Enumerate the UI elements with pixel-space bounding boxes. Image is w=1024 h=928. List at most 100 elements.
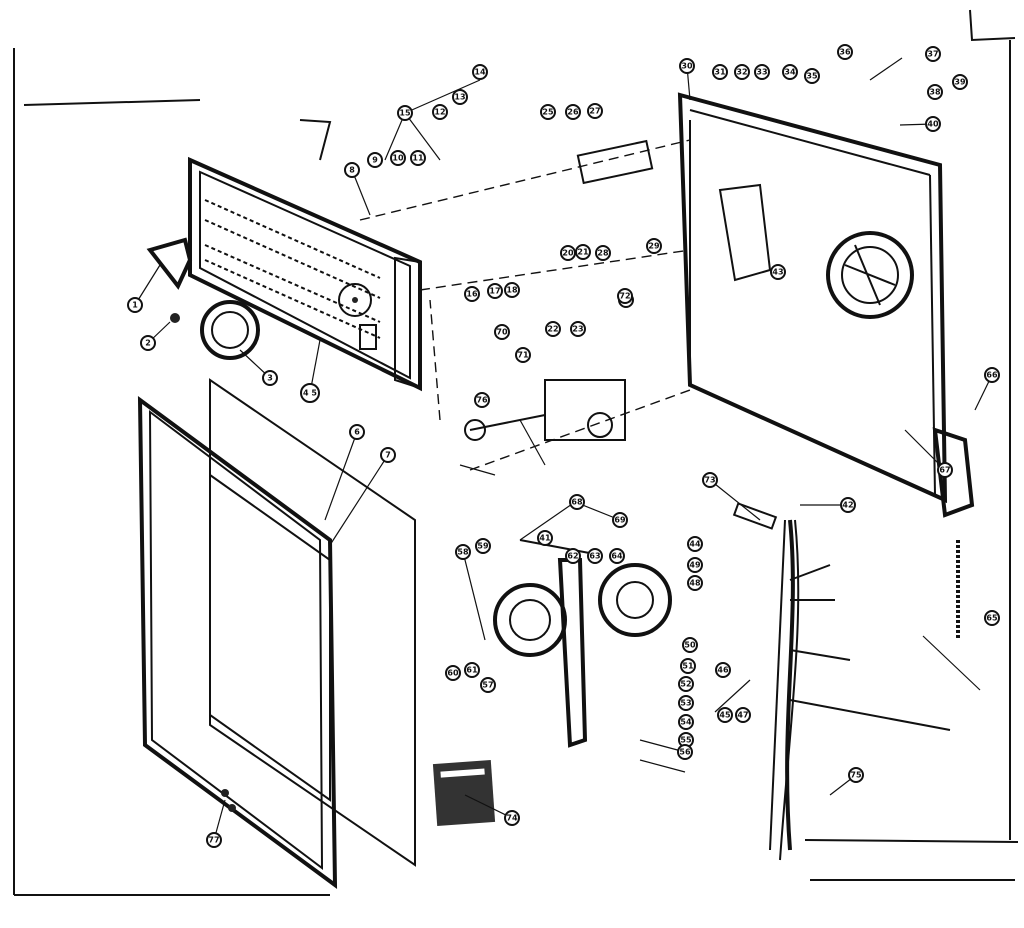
callout-text: 35 xyxy=(806,72,818,81)
callout-text: 62 xyxy=(567,552,578,561)
callout-text: 32 xyxy=(736,68,747,77)
callout-14: 14 xyxy=(472,64,488,80)
callout-text: 52 xyxy=(680,680,691,689)
callout-46: 46 xyxy=(715,662,731,678)
solenoid-bracket xyxy=(718,183,772,282)
callout-39: 39 xyxy=(952,74,968,90)
callout-27: 27 xyxy=(587,103,603,119)
callout-9: 9 xyxy=(367,152,383,168)
callout-text: 41 xyxy=(539,534,551,543)
callout-32: 32 xyxy=(734,64,750,80)
callout-49: 49 xyxy=(687,557,703,573)
callout-25: 25 xyxy=(540,104,556,120)
callout-text: 20 xyxy=(562,249,574,258)
callout-67: 67 xyxy=(937,462,953,478)
callout-text: 4 5 xyxy=(303,389,317,398)
callout-62: 62 xyxy=(565,548,581,564)
callout-44: 44 xyxy=(687,536,703,552)
callout-30: 30 xyxy=(679,58,695,74)
knob-nut xyxy=(170,313,180,323)
assembly-dashed-lines xyxy=(359,139,691,471)
hinge-bracket xyxy=(932,427,975,518)
callout-text: 3 xyxy=(267,374,273,383)
callout-53: 53 xyxy=(678,695,694,711)
callout-text: 22 xyxy=(547,325,558,334)
callout-12: 12 xyxy=(432,104,448,120)
callout-41: 41 xyxy=(537,530,553,546)
timer-motor xyxy=(464,379,626,441)
callout-text: 30 xyxy=(681,62,693,71)
callout-text: 67 xyxy=(939,466,950,475)
callout-48: 48 xyxy=(687,575,703,591)
callout-45: 45 xyxy=(717,707,733,723)
callout-text: 49 xyxy=(689,561,701,570)
callout-text: 65 xyxy=(986,614,998,623)
callout-33: 33 xyxy=(754,64,770,80)
callout-10: 10 xyxy=(390,150,406,166)
callout-36: 36 xyxy=(837,44,853,60)
callout-22: 22 xyxy=(545,321,561,337)
callout-74: 74 xyxy=(504,810,520,826)
callout-38: 38 xyxy=(927,84,943,100)
callout-17: 17 xyxy=(487,283,503,299)
callout-77: 77 xyxy=(206,832,222,848)
callout-13: 13 xyxy=(452,89,468,105)
callout-text: 53 xyxy=(680,699,691,708)
callout-40: 40 xyxy=(925,116,941,132)
callout-18: 18 xyxy=(504,282,520,298)
callout-54: 54 xyxy=(678,714,694,730)
callout-2: 2 xyxy=(140,335,156,351)
callout-text: 28 xyxy=(597,249,609,258)
dial-bezel xyxy=(200,300,260,360)
callout-34: 34 xyxy=(782,64,798,80)
callout-text: 14 xyxy=(474,68,486,77)
callout-75: 75 xyxy=(848,767,864,783)
callout-73: 73 xyxy=(702,472,718,488)
callout-text: 66 xyxy=(986,371,998,380)
callout-text: 72 xyxy=(619,292,630,301)
callout-66: 66 xyxy=(984,367,1000,383)
callout-text: 54 xyxy=(680,718,692,727)
callout-57: 57 xyxy=(480,677,496,693)
callout-text: 27 xyxy=(589,107,600,116)
callout-text: 11 xyxy=(412,154,424,163)
callout-text: 56 xyxy=(679,748,691,757)
callout-56: 56 xyxy=(677,744,693,760)
callout-text: 57 xyxy=(482,681,493,690)
callout-68: 68 xyxy=(569,494,585,510)
callout-text: 70 xyxy=(496,328,508,337)
callout-1: 1 xyxy=(127,297,143,313)
callout-text: 75 xyxy=(850,771,862,780)
control-panel xyxy=(188,156,422,392)
callout-6: 6 xyxy=(349,424,365,440)
callout-text: 7 xyxy=(385,451,391,460)
callout-20: 20 xyxy=(560,245,576,261)
callout-37: 37 xyxy=(925,46,941,62)
callout-text: 42 xyxy=(842,501,853,510)
callout-text: 12 xyxy=(434,108,445,117)
callout-text: 16 xyxy=(466,290,478,299)
callout-64: 64 xyxy=(609,548,625,564)
callout-text: 46 xyxy=(717,666,729,675)
callout-text: 31 xyxy=(714,68,726,77)
callout-text: 68 xyxy=(571,498,583,507)
callout-58: 58 xyxy=(455,544,471,560)
callout-text: 76 xyxy=(476,396,488,405)
callout-69: 69 xyxy=(612,512,628,528)
callout-47: 47 xyxy=(735,707,751,723)
callout-text: 43 xyxy=(772,268,783,277)
callout-text: 48 xyxy=(689,579,701,588)
callout-text: 38 xyxy=(929,88,941,97)
leader-lines xyxy=(134,57,993,841)
instruction-label xyxy=(432,760,496,826)
callout-45: 4 5 xyxy=(300,383,320,403)
callout-text: 77 xyxy=(208,836,219,845)
callout-23: 23 xyxy=(570,321,586,337)
callout-text: 34 xyxy=(784,68,796,77)
callout-65: 65 xyxy=(984,610,1000,626)
callout-text: 1 xyxy=(132,301,138,310)
callout-42: 42 xyxy=(840,497,856,513)
callout-text: 13 xyxy=(454,93,465,102)
callout-8: 8 xyxy=(344,162,360,178)
